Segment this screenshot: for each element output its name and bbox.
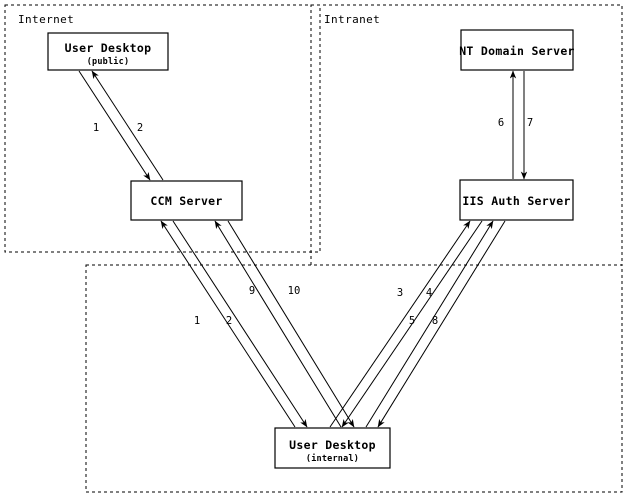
step-label-9: 9 (249, 285, 255, 297)
node-ccm-server: CCM Server (130, 180, 243, 221)
zone-internet: Internet (4, 4, 321, 253)
node-user-desktop-public-box (47, 32, 169, 71)
edge-1-public-desktop-to-ccm (78, 70, 151, 181)
edge-2-ccm-to-public-desktop (91, 70, 164, 181)
edge-10-ccm-to-internal-desktop (227, 220, 355, 428)
edge-4-iis-to-internal-desktop (341, 220, 483, 428)
node-user-desktop-public-sublabel: (public) (87, 56, 130, 67)
zone-internal-border (85, 264, 623, 493)
edge-8-iis-to-internal-desktop (377, 220, 506, 428)
step-label-7: 7 (527, 117, 533, 129)
node-iis-auth-server-label: IIS Auth Server (462, 194, 570, 208)
node-user-desktop-internal-box (274, 427, 391, 469)
zone-internet-label: Internet (18, 13, 74, 26)
node-iis-auth-server-box (459, 179, 574, 221)
edge-9-internal-desktop-to-ccm (214, 220, 342, 428)
edge-5-internal-desktop-to-iis (365, 220, 494, 428)
step-label-4: 4 (426, 287, 432, 299)
node-nt-domain-server: NT Domain Server (459, 29, 575, 71)
node-ccm-server-box (130, 180, 243, 221)
edge-2-ccm-to-internal-desktop (172, 220, 308, 428)
edge-1-internal-desktop-to-ccm (160, 220, 296, 428)
node-user-desktop-public-label: User Desktop (65, 41, 152, 55)
node-user-desktop-internal-label: User Desktop (289, 438, 376, 452)
edge-3-internal-desktop-to-iis (329, 220, 471, 428)
zone-internal-network (85, 264, 623, 493)
node-iis-auth-server: IIS Auth Server (459, 179, 574, 221)
node-user-desktop-internal: User Desktop (internal) (274, 427, 391, 469)
step-label-10: 10 (288, 285, 301, 297)
step-label-1-public: 1 (93, 122, 99, 134)
step-label-5: 5 (409, 315, 415, 327)
step-label-3: 3 (397, 287, 403, 299)
node-ccm-server-label: CCM Server (150, 194, 222, 208)
node-nt-domain-server-box (460, 29, 574, 71)
step-label-8: 8 (432, 315, 438, 327)
zone-internet-border (4, 4, 321, 253)
step-label-2-public: 2 (137, 122, 143, 134)
step-label-6: 6 (498, 117, 504, 129)
node-user-desktop-public: User Desktop (public) (47, 32, 169, 71)
step-label-1-internal: 1 (194, 315, 200, 327)
zone-intranet-label: Intranet (324, 13, 380, 26)
node-user-desktop-internal-sublabel: (internal) (306, 453, 359, 464)
node-nt-domain-server-label: NT Domain Server (459, 44, 575, 58)
step-label-2-internal: 2 (226, 315, 232, 327)
